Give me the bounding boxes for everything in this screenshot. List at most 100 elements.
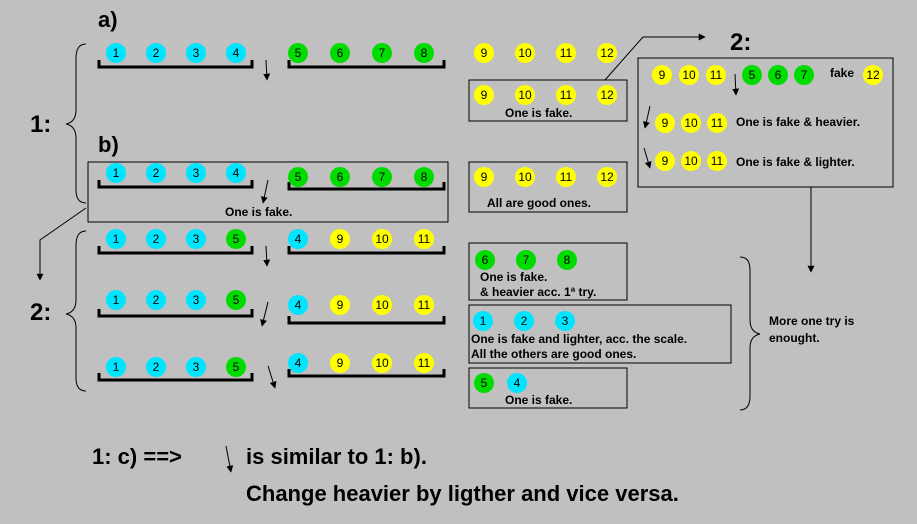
footer-right: is similar to 1: b). <box>246 444 427 469</box>
coin-disc <box>514 311 534 331</box>
coin: 5 <box>474 373 494 393</box>
coin-disc <box>288 167 308 187</box>
coin: 11 <box>414 229 434 249</box>
scale-bars <box>97 60 446 382</box>
coin-label: 7 <box>379 46 386 60</box>
coin-label: 3 <box>193 360 200 374</box>
coin-disc <box>414 43 434 63</box>
coin-label: 9 <box>662 154 669 168</box>
coin-disc <box>515 85 535 105</box>
brace-right <box>739 256 761 411</box>
coin-label: 11 <box>711 116 724 130</box>
coin-label: 5 <box>749 68 756 82</box>
coin-disc <box>372 167 392 187</box>
coin-label: 10 <box>682 68 696 82</box>
coin: 4 <box>507 373 527 393</box>
coin-label: 9 <box>337 232 344 246</box>
coin: 2 <box>146 163 166 183</box>
text-more-try-line1: More one try is <box>769 314 855 328</box>
text-all-good: All are good ones. <box>487 196 591 210</box>
text-scale-line1: One is fake and lighter, acc. the scale. <box>471 332 687 346</box>
coin: 11 <box>556 167 576 187</box>
coin-label: 10 <box>375 356 389 370</box>
coin-disc <box>475 250 495 270</box>
coin: 3 <box>186 357 206 377</box>
coin-disc <box>330 167 350 187</box>
coin-disc <box>330 295 350 315</box>
coin-label: 12 <box>600 46 614 60</box>
coin: 3 <box>186 290 206 310</box>
coin-disc <box>679 65 699 85</box>
coin-disc <box>372 43 392 63</box>
coin-label: 2 <box>521 314 528 328</box>
coin-label: 11 <box>560 46 573 60</box>
text-fake-lighter: One is fake & lighter. <box>736 155 855 169</box>
coin-label: 5 <box>295 46 302 60</box>
coin: 9 <box>330 353 350 373</box>
brace-step-1 <box>65 43 87 204</box>
coin-label: 12 <box>866 68 880 82</box>
coin: 4 <box>288 295 308 315</box>
coin: 11 <box>707 151 727 171</box>
coin-disc <box>597 43 617 63</box>
coin-label: 5 <box>233 293 240 307</box>
coin-label: 6 <box>482 253 489 267</box>
coin-disc <box>106 229 126 249</box>
coin-label: 1 <box>113 46 120 60</box>
coin: 10 <box>679 65 699 85</box>
coin-label: 8 <box>421 46 428 60</box>
label-step-2-left: 2: <box>30 299 51 326</box>
coin-label: 10 <box>518 88 532 102</box>
coin: 9 <box>655 113 675 133</box>
tilt-arrows <box>260 59 740 389</box>
coin: 9 <box>330 295 350 315</box>
coin-label: 10 <box>518 170 532 184</box>
coin: 10 <box>515 43 535 63</box>
coin-disc <box>226 163 246 183</box>
text-fake-heavier: One is fake & heavier. <box>736 115 860 129</box>
label-b: b) <box>98 132 119 157</box>
coin-disc <box>556 85 576 105</box>
coin-disc <box>186 229 206 249</box>
coin: 1 <box>106 357 126 377</box>
coin-label: 9 <box>337 298 344 312</box>
coin-disc <box>226 290 246 310</box>
coin-label: 2 <box>153 293 160 307</box>
coin: 1 <box>106 43 126 63</box>
coin: 12 <box>597 43 617 63</box>
coin: 5 <box>742 65 762 85</box>
coin: 9 <box>474 167 494 187</box>
coin-disc <box>597 167 617 187</box>
coin: 5 <box>288 167 308 187</box>
coin-label: 4 <box>233 46 240 60</box>
text-one-is-fake-a: One is fake. <box>505 106 572 120</box>
coin: 4 <box>288 229 308 249</box>
coin-disc <box>655 151 675 171</box>
text-one-is-fake-c: One is fake. <box>505 393 572 407</box>
coin-label: 9 <box>481 170 488 184</box>
coin: 9 <box>652 65 672 85</box>
coin: 7 <box>516 250 536 270</box>
coin: 11 <box>414 353 434 373</box>
coin-disc <box>414 295 434 315</box>
coin: 11 <box>707 113 727 133</box>
coin-disc <box>186 43 206 63</box>
label-a: a) <box>98 7 118 32</box>
coin: 9 <box>330 229 350 249</box>
coin: 2 <box>146 229 166 249</box>
coin-label: 11 <box>711 154 724 168</box>
coin-disc <box>507 373 527 393</box>
coin: 12 <box>597 85 617 105</box>
coin: 9 <box>474 85 494 105</box>
coin: 7 <box>794 65 814 85</box>
coin-disc <box>707 151 727 171</box>
coin: 2 <box>146 290 166 310</box>
coin: 10 <box>515 167 535 187</box>
coin-label: 3 <box>562 314 569 328</box>
label-step-1: 1: <box>30 111 51 138</box>
coin-disc <box>474 373 494 393</box>
coin: 9 <box>474 43 494 63</box>
coin-disc <box>414 229 434 249</box>
coin: 5 <box>226 290 246 310</box>
coin: 1 <box>106 290 126 310</box>
